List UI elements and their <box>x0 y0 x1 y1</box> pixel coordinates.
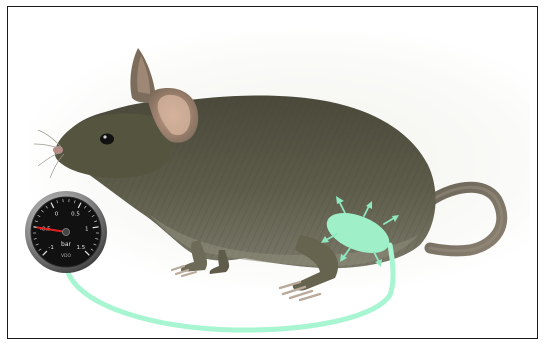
gauge-tick-label: 1 <box>85 227 89 233</box>
gauge-brand-label: VDO <box>61 253 72 259</box>
gauge-tick-label: 0.5 <box>71 211 80 217</box>
rat-eye <box>100 134 114 145</box>
gauge-unit-label: bar <box>61 241 71 248</box>
gauge-tick-label: 1.5 <box>76 245 85 251</box>
gauge-hub <box>63 229 70 236</box>
rat-illustration <box>34 48 502 300</box>
pressure-gauge-icon: -1-0.500.511.5 bar VDO <box>25 191 107 273</box>
gauge-tick-label: 0 <box>55 211 59 217</box>
gauge-tick-label: -1 <box>48 245 53 251</box>
rat-head <box>55 114 171 179</box>
